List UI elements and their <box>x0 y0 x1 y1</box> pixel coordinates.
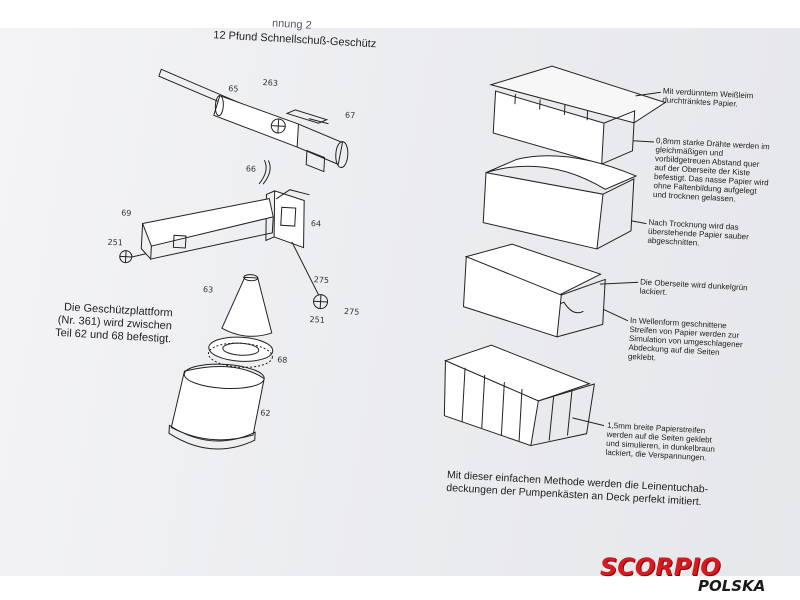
box-step4-drawing <box>443 344 596 447</box>
box-step2-drawing <box>482 155 638 250</box>
sheet-content: nnung 2 12 Pfund Schnellschuß-Geschütz <box>0 6 800 598</box>
scorpio-polska-logo: SCORPIO POLSKA <box>598 553 798 599</box>
sight-part-drawing <box>285 109 329 125</box>
box-step1-drawing <box>489 65 667 165</box>
label-251-b: 251 <box>309 315 326 325</box>
label-65: 65 <box>228 84 239 94</box>
instruction-sheet: nnung 2 12 Pfund Schnellschuß-Geschütz <box>0 17 800 576</box>
carriage-69-drawing <box>140 197 274 261</box>
label-275-b: 275 <box>343 306 360 317</box>
cone-63-drawing <box>221 274 273 337</box>
part-66-drawing <box>258 160 267 185</box>
logo-brand-text: SCORPIO <box>600 553 721 581</box>
label-263: 263 <box>262 78 279 88</box>
box-step3-drawing <box>462 243 606 338</box>
handwheel-263-drawing <box>270 118 286 134</box>
pedestal-62-drawing <box>168 363 265 450</box>
label-62: 62 <box>260 408 271 418</box>
label-251-a: 251 <box>107 237 124 248</box>
gun-barrel-drawing <box>158 68 349 173</box>
label-63: 63 <box>202 285 214 295</box>
ring-68-drawing <box>207 336 274 368</box>
caption-step-6: 1,5mm breite Papierstreifen werden auf d… <box>605 421 737 464</box>
platform-note: Die Geschützplattform (Nr. 361) wird zwi… <box>31 300 173 347</box>
label-68: 68 <box>276 355 288 365</box>
handwheel-251-drawing <box>119 250 147 264</box>
technical-drawing <box>119 65 667 450</box>
handwheel-251b-drawing <box>313 294 329 310</box>
label-67: 67 <box>344 110 356 121</box>
label-275-a: 275 <box>313 275 330 286</box>
caption-step-2: 0,8mm starke Drähte werden im gleichmäßi… <box>653 136 786 206</box>
label-69: 69 <box>120 208 132 218</box>
logo-country-text: POLSKA <box>698 577 766 595</box>
label-64: 64 <box>310 218 322 229</box>
label-66: 66 <box>245 164 257 174</box>
cradle-64-drawing <box>265 189 310 249</box>
caption-step-5: In Wellenform geschnittene Streifen von … <box>628 316 760 368</box>
